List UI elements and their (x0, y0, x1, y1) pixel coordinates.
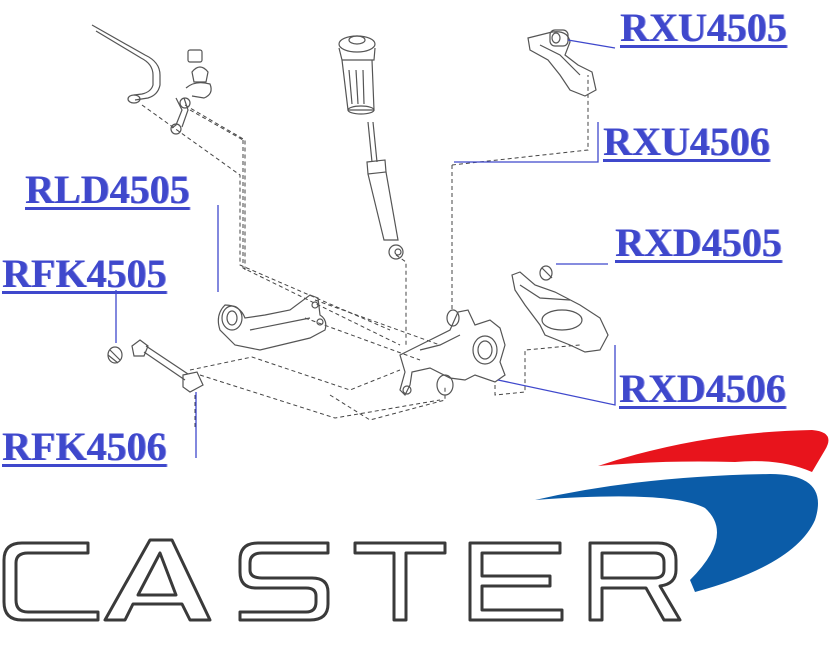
stabilizer-bushing (185, 49, 212, 99)
part-label-rxd4506[interactable]: RXD4506 (619, 366, 786, 411)
logo-wordmark (2, 538, 682, 622)
part-label-rxd4505[interactable]: RXD4505 (615, 220, 782, 265)
logo-blue-swoosh-icon (535, 474, 818, 592)
stabilizer-link (170, 97, 191, 135)
leader-lines (115, 39, 616, 458)
stabilizer-bar (91, 24, 161, 104)
part-label-rfk4506[interactable]: RFK4506 (2, 424, 167, 469)
part-label-rfk4505[interactable]: RFK4505 (2, 251, 167, 296)
shock-upper-mount (338, 35, 376, 115)
upper-control-arm (527, 29, 597, 97)
assembly-dashed-lines (141, 75, 589, 430)
shock-absorber (366, 121, 404, 260)
part-label-rxu4506[interactable]: RXU4506 (603, 119, 770, 164)
part-label-rld4505[interactable]: RLD4505 (25, 167, 190, 212)
lower-control-arm (511, 265, 609, 353)
knuckle (399, 309, 506, 397)
toe-control-link (107, 339, 204, 393)
logo-red-swoosh-icon (598, 430, 829, 472)
part-label-rxu4505[interactable]: RXU4505 (620, 5, 787, 50)
trailing-arm (217, 294, 327, 351)
